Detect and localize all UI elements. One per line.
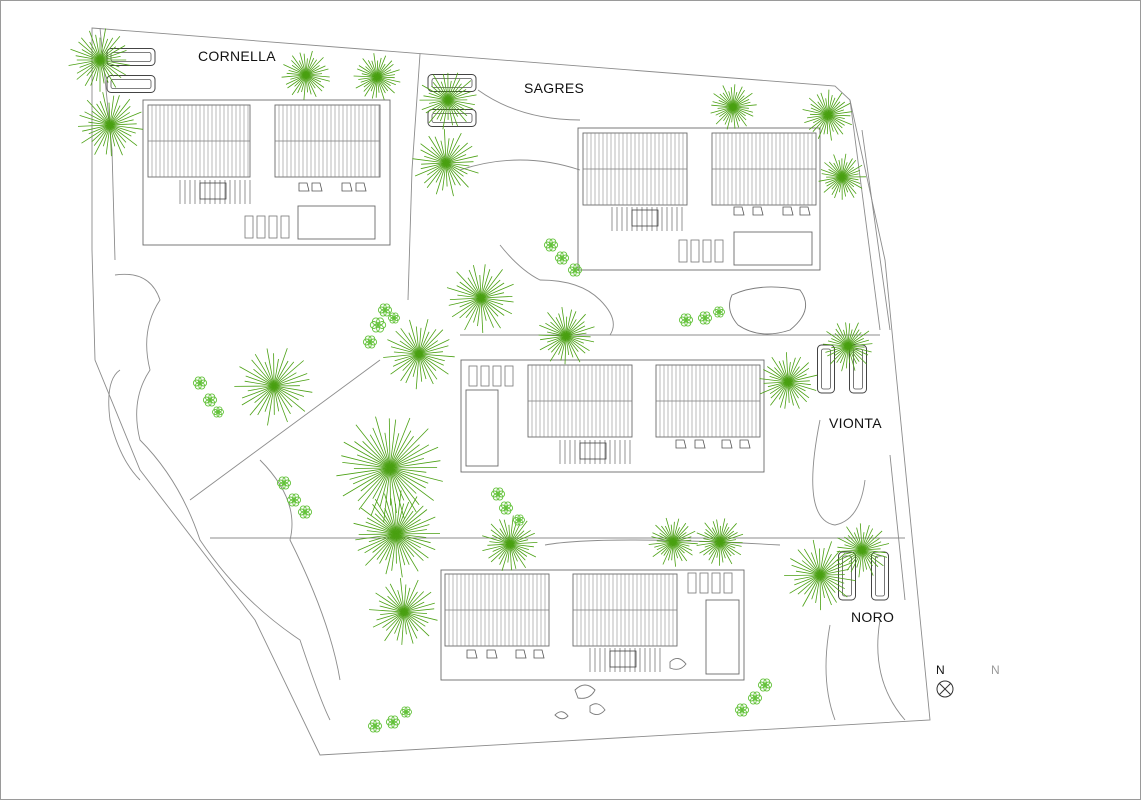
- shrub-icon: [543, 238, 559, 252]
- tree-icon: [482, 515, 538, 572]
- tree-icon: [818, 153, 867, 200]
- tree-icon: [383, 319, 455, 390]
- car-icon: [106, 48, 156, 66]
- tree-icon: [412, 129, 479, 197]
- tree-icon: [696, 518, 744, 566]
- tree-icon: [336, 416, 443, 523]
- shrub-icon: [388, 312, 400, 324]
- shrub-icon: [697, 311, 713, 325]
- car-icon: [106, 75, 156, 93]
- shrub-icon: [554, 251, 570, 265]
- tree-icon: [759, 352, 818, 409]
- shrub-icon: [297, 505, 313, 519]
- north-arrow-icon: [936, 680, 954, 698]
- tree-icon: [822, 322, 873, 372]
- shrub-icon: [367, 719, 383, 733]
- roof-sagres: [582, 132, 817, 206]
- shrub-icon: [369, 317, 387, 333]
- shrub-icon: [362, 335, 378, 349]
- shrub-icon: [713, 306, 725, 318]
- tree-icon: [784, 539, 856, 611]
- car-icon: [817, 344, 835, 394]
- north-label: N: [936, 663, 945, 677]
- house-label-vionta: VIONTA: [829, 415, 882, 431]
- tree-icon: [281, 50, 330, 100]
- site-boundary: [91, 27, 931, 756]
- house-label-sagres: SAGRES: [524, 80, 584, 96]
- tree-icon: [710, 84, 757, 130]
- shrub-icon: [400, 706, 412, 718]
- building-details: [179, 180, 811, 672]
- tree-icon: [836, 523, 890, 578]
- shrub-icon: [202, 393, 218, 407]
- shrub-icon: [192, 376, 208, 390]
- roof-vionta: [527, 364, 761, 438]
- tree-icon: [446, 264, 514, 334]
- building-vionta: [460, 359, 765, 473]
- shrub-icon: [567, 263, 583, 277]
- tree-icon: [68, 28, 131, 92]
- shrubs: [192, 238, 773, 733]
- tree-icon: [419, 72, 477, 130]
- tree-icon: [353, 490, 441, 578]
- roof-noro: [444, 573, 678, 647]
- shrub-icon: [385, 715, 401, 729]
- shrub-icon: [734, 703, 750, 717]
- rocks: [554, 286, 807, 720]
- tree-icon: [538, 307, 595, 365]
- shrub-icon: [513, 514, 525, 526]
- shrub-icon: [498, 501, 514, 515]
- shrub-icon: [490, 487, 506, 501]
- shrub-icon: [377, 303, 393, 317]
- shrub-icon: [747, 691, 763, 705]
- building-noro: [440, 569, 745, 681]
- car-icon: [427, 74, 477, 92]
- shrub-icon: [678, 313, 694, 327]
- car-icon: [849, 344, 867, 394]
- roof-cornella: [147, 104, 381, 178]
- shrub-icon: [286, 493, 302, 507]
- tree-icon: [353, 53, 401, 100]
- tree-icon: [234, 348, 313, 426]
- trees: [68, 28, 890, 645]
- house-label-noro: NORO: [851, 609, 894, 625]
- tree-icon: [77, 92, 143, 157]
- shrub-icon: [276, 476, 292, 490]
- roof-lines: [151, 105, 813, 646]
- tree-icon: [648, 517, 698, 567]
- tree-icon: [802, 89, 852, 141]
- building-cornella: [142, 99, 391, 246]
- shrub-icon: [757, 678, 773, 692]
- north-label-light: N: [991, 663, 1000, 677]
- house-label-cornella: CORNELLA: [198, 48, 276, 64]
- tree-icon: [369, 578, 438, 645]
- shrub-icon: [212, 406, 224, 418]
